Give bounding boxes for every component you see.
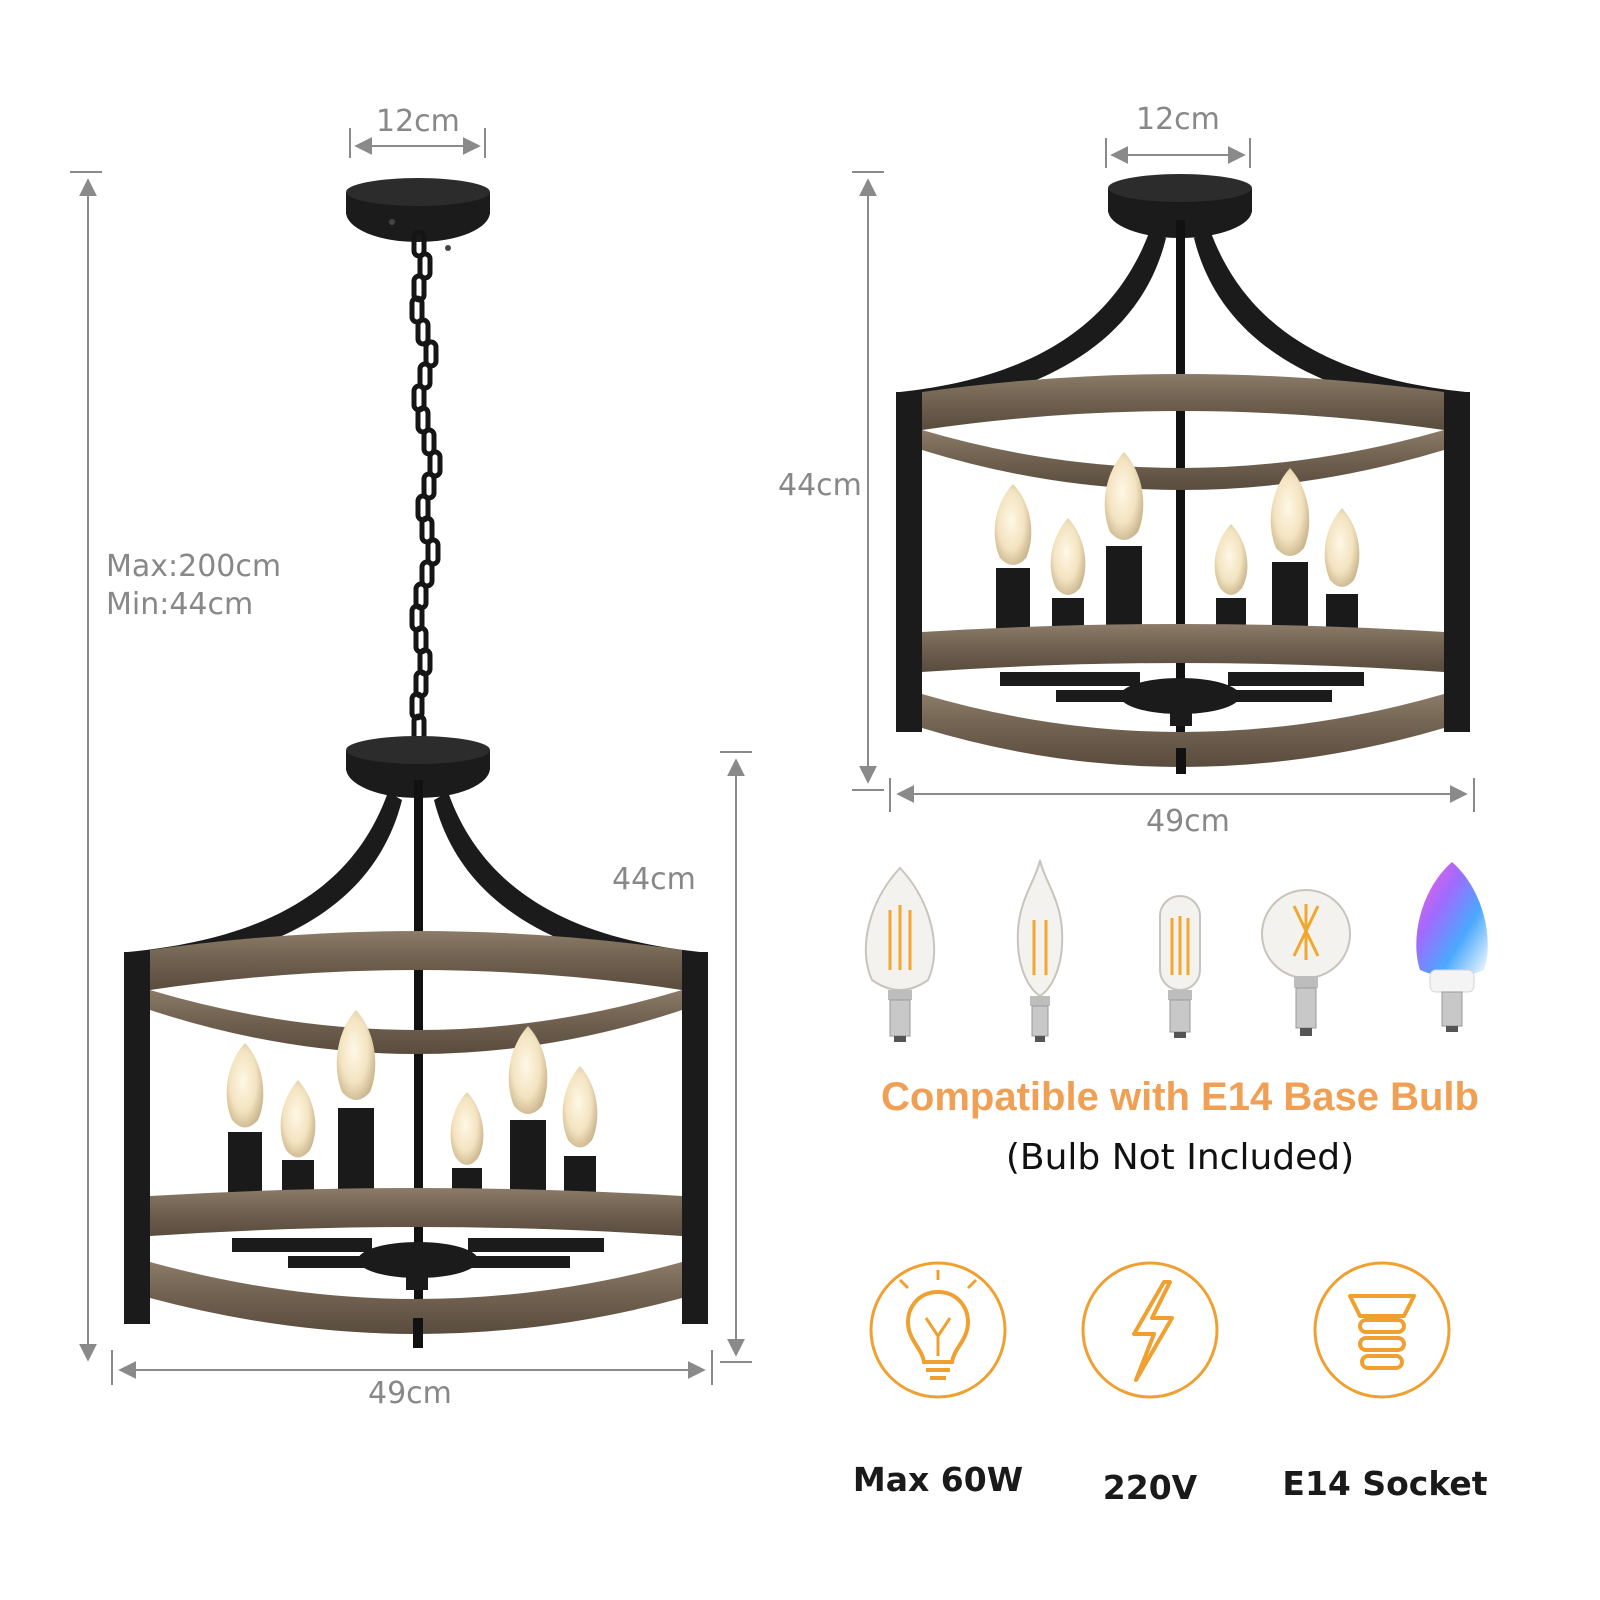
left-chain-max-label: Max:200cm <box>106 549 282 584</box>
pendant-chandelier <box>124 178 708 1348</box>
candle-bulb-icon <box>864 866 936 1042</box>
left-canopy-width-label: 12cm <box>376 104 460 139</box>
semi-flush-chandelier <box>896 174 1470 774</box>
spec-icons <box>869 1261 1451 1399</box>
compatible-bulb-types <box>864 859 1488 1042</box>
tubular-bulb-icon <box>1159 895 1201 1038</box>
right-dimension-lines <box>852 138 1475 812</box>
spec-wattage-label: Max 60W <box>852 1460 1024 1499</box>
bulb-icon <box>869 1261 1007 1399</box>
spec-voltage-label: 220V <box>1102 1468 1198 1507</box>
right-height-label: 44cm <box>778 468 862 503</box>
pendant-candles <box>226 1010 598 1212</box>
left-chain-min-label: Min:44cm <box>106 587 254 622</box>
compatibility-title: Compatible with E14 Base Bulb <box>881 1075 1479 1119</box>
globe-bulb-icon <box>1261 889 1351 1036</box>
socket-icon <box>1313 1261 1451 1399</box>
left-dimension-lines <box>70 128 752 1385</box>
right-width-label: 49cm <box>1146 804 1230 839</box>
smart-rgb-bulb-icon <box>1416 862 1488 1032</box>
spec-socket-label: E14 Socket <box>1282 1464 1488 1503</box>
compatibility-subtitle: (Bulb Not Included) <box>1005 1137 1355 1178</box>
right-canopy-width-label: 12cm <box>1136 102 1220 137</box>
left-body-height-label: 44cm <box>612 862 696 897</box>
left-body-width-label: 49cm <box>368 1376 452 1411</box>
flame-tip-bulb-icon <box>1016 859 1064 1042</box>
lightning-icon <box>1081 1261 1219 1399</box>
